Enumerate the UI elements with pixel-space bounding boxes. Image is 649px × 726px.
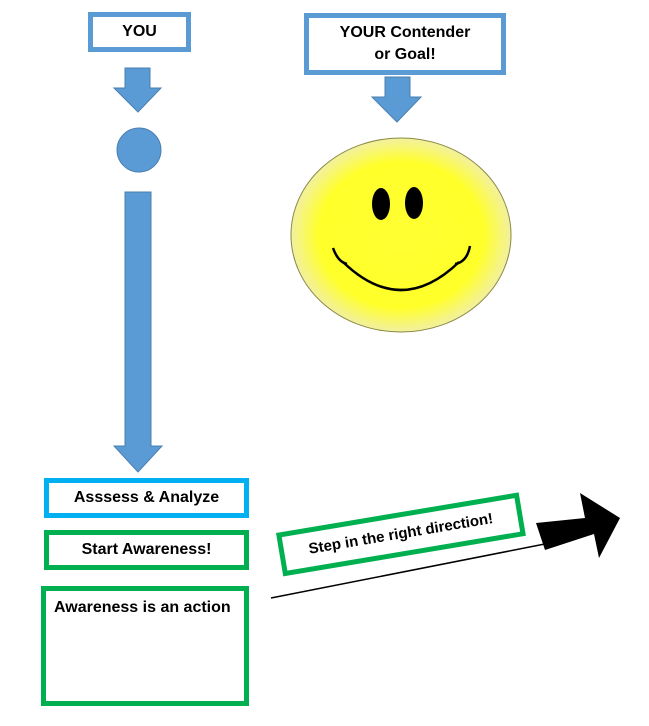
goal-box: YOUR Contender or Goal! <box>304 13 506 75</box>
goal-label: YOUR Contender or Goal! <box>340 22 471 66</box>
down-arrow-you <box>112 67 163 113</box>
start-awareness-box: Start Awareness! <box>44 530 249 570</box>
awareness-action-box: Awareness is an action <box>41 586 249 706</box>
you-label: YOU <box>122 23 157 40</box>
direction-line <box>270 540 561 599</box>
blue-circle <box>116 127 162 173</box>
assess-analyze-box: Asssess & Analyze <box>44 478 249 518</box>
down-arrow-goal <box>370 76 423 123</box>
long-down-arrow <box>112 191 164 473</box>
goal-label-line2: or Goal! <box>374 46 436 63</box>
black-arrow-icon <box>536 493 620 558</box>
start-label: Start Awareness! <box>81 541 212 558</box>
assess-label: Asssess & Analyze <box>73 489 220 506</box>
smiley-face-icon <box>290 137 512 333</box>
you-box: YOU <box>88 12 191 52</box>
goal-label-line1: YOUR Contender <box>339 24 471 41</box>
action-label: Awareness is an action <box>54 599 231 616</box>
